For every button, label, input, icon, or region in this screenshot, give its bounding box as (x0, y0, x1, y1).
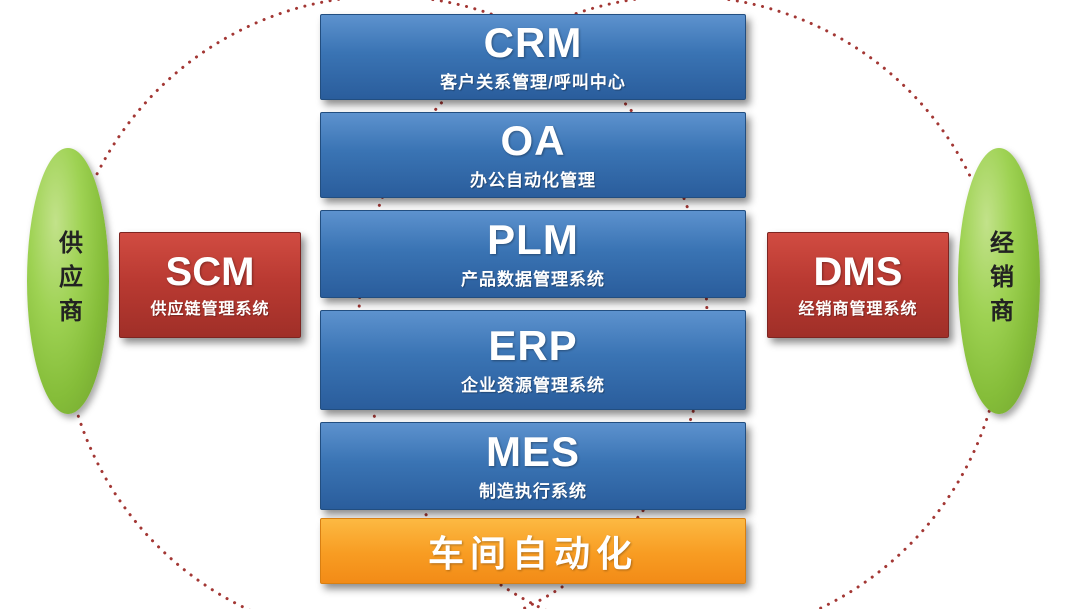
system-abbr-mes: MES (485, 427, 580, 475)
system-subtitle-plm: 产品数据管理系统 (461, 270, 605, 290)
system-box-mes: MES 制造执行系统 (320, 422, 746, 510)
system-abbr-plm: PLM (487, 215, 579, 263)
system-subtitle-scm: 供应链管理系统 (150, 301, 270, 318)
system-abbr-scm: SCM (165, 250, 255, 294)
system-subtitle-dms: 经销商管理系统 (798, 301, 918, 318)
system-subtitle-crm: 客户关系管理/呼叫中心 (440, 73, 626, 93)
system-box-erp: ERP 企业资源管理系统 (320, 310, 746, 410)
system-box-oa: OA 办公自动化管理 (320, 112, 746, 198)
supplier-label: 供应商 (54, 230, 82, 332)
system-abbr-crm: CRM (483, 18, 583, 66)
dealer-label: 经销商 (985, 230, 1013, 332)
system-abbr-dms: DMS (813, 250, 903, 294)
system-abbr-erp: ERP (488, 321, 578, 369)
system-box-dms: DMS 经销商管理系统 (767, 232, 949, 338)
system-box-plm: PLM 产品数据管理系统 (320, 210, 746, 298)
dealer-ellipse: 经销商 (958, 148, 1040, 414)
system-subtitle-erp: 企业资源管理系统 (461, 376, 605, 396)
supplier-ellipse: 供应商 (27, 148, 109, 414)
system-box-scm: SCM 供应链管理系统 (119, 232, 301, 338)
system-abbr-oa: OA (500, 116, 566, 164)
workshop-automation-bar: 车间自动化 (320, 518, 746, 584)
system-subtitle-oa: 办公自动化管理 (470, 171, 596, 191)
system-subtitle-mes: 制造执行系统 (479, 482, 587, 502)
workshop-automation-label: 车间自动化 (427, 533, 638, 574)
system-box-crm: CRM 客户关系管理/呼叫中心 (320, 14, 746, 100)
